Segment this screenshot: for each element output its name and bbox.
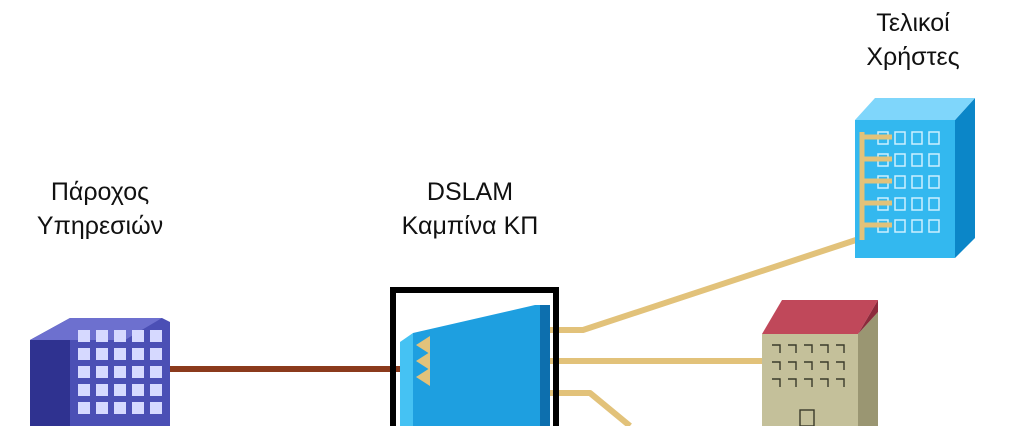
office-building-icon xyxy=(30,318,170,426)
end-users-line-1: Τελικοί xyxy=(876,9,950,37)
dslam-line-2: Καμπίνα ΚΠ xyxy=(401,212,539,240)
provider-label: Πάροχος Υπηρεσιών xyxy=(20,175,180,243)
provider-line-2: Υπηρεσιών xyxy=(36,212,164,240)
cabinet-frame xyxy=(390,287,559,426)
provider-line-1: Πάροχος xyxy=(50,178,150,206)
dslam-label: DSLAM Καμπίνα ΚΠ xyxy=(370,175,570,243)
dslam-cabinet-icon xyxy=(390,287,559,426)
house-icon xyxy=(762,300,878,426)
dslam-line-1: DSLAM xyxy=(426,178,514,206)
end-users-line-2: Χρήστες xyxy=(866,43,960,71)
end-users-label: Τελικοί Χρήστες xyxy=(848,6,978,74)
dslam-body xyxy=(413,305,540,426)
apartment-building-icon xyxy=(855,98,975,258)
